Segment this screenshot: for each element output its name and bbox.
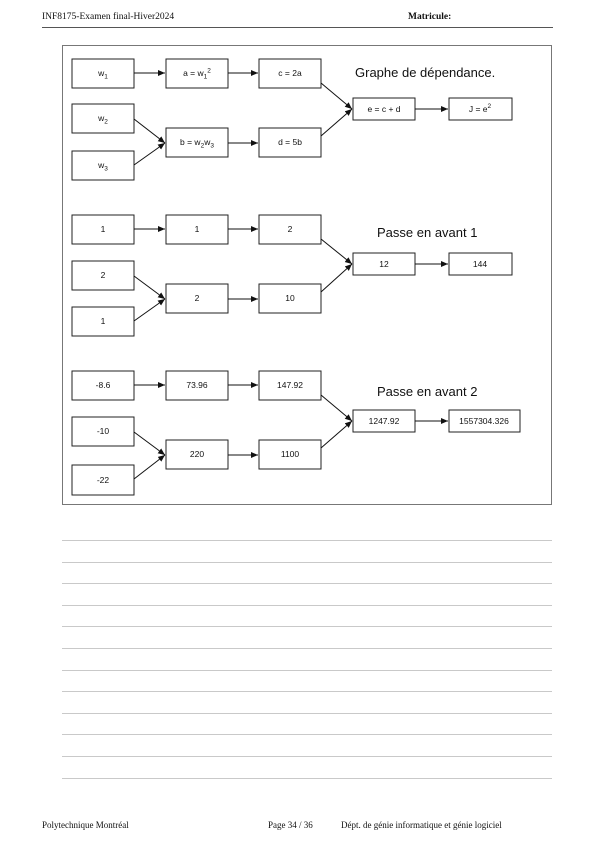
graph-forward-pass-1-title: Passe en avant 1 [377, 225, 477, 240]
graph-dependency-title: Graphe de dépendance. [355, 65, 495, 80]
node-c [258, 214, 322, 245]
edge-w2-b [133, 118, 166, 144]
node-w1 [71, 214, 135, 245]
node-c-label: 2 [288, 224, 293, 234]
node-d-label: 1100 [281, 449, 300, 459]
node-j [448, 252, 513, 276]
edge-c-e [320, 238, 353, 265]
node-b [165, 283, 229, 314]
node-w3 [71, 306, 135, 337]
edge-w3-b [133, 454, 166, 480]
node-d-label: d = 5b [278, 137, 302, 147]
node-w1 [71, 370, 135, 401]
footer-page-number: Page 34 / 36 [268, 820, 313, 830]
node-b-label: b = w2w3 [180, 137, 214, 150]
edge-w2-b [133, 431, 166, 456]
answer-line[interactable] [62, 734, 552, 736]
node-e-label: 12 [379, 259, 389, 269]
answer-line[interactable] [62, 583, 552, 585]
node-d [258, 283, 322, 314]
node-j [448, 409, 521, 433]
edge-d-e [320, 263, 353, 293]
node-b-label: 220 [190, 449, 204, 459]
node-b [165, 439, 229, 470]
node-a-label: 73.96 [186, 380, 208, 390]
node-j-label: J = e2 [469, 103, 492, 114]
node-w3-label: 1 [101, 316, 106, 326]
node-c [258, 370, 322, 401]
edge-c-e [320, 82, 353, 110]
node-w2-label: -10 [97, 426, 110, 436]
answer-line[interactable] [62, 540, 552, 541]
node-w3 [71, 464, 135, 496]
edge-d-e [320, 108, 353, 137]
answer-line[interactable] [62, 561, 552, 563]
graph-forward-pass-2: Passe en avant 2 -8.6 73.96 147.92 -10 2… [71, 370, 521, 496]
node-w2 [71, 103, 135, 134]
node-w2 [71, 260, 135, 291]
node-a [165, 214, 229, 245]
graph-dependency: Graphe de dépendance. w1 a = w12 c = 2a … [71, 58, 513, 181]
node-a-label: 1 [195, 224, 200, 234]
answer-line[interactable] [62, 604, 552, 606]
node-w1 [71, 58, 135, 89]
node-w1-label: w1 [97, 68, 108, 81]
answer-line[interactable] [62, 756, 552, 757]
graph-forward-pass-2-title: Passe en avant 2 [377, 384, 477, 399]
node-e-label: e = c + d [367, 104, 400, 114]
node-c-label: 147.92 [277, 380, 303, 390]
node-d-label: 10 [285, 293, 295, 303]
node-d [258, 439, 322, 470]
answer-line[interactable] [62, 712, 552, 714]
answer-line[interactable] [62, 626, 552, 628]
answer-line[interactable] [62, 691, 552, 693]
node-w2-label: 2 [101, 270, 106, 280]
node-e-label: 1247.92 [369, 416, 400, 426]
answer-line[interactable] [62, 777, 552, 779]
node-w2-label: w2 [97, 113, 108, 126]
node-d [258, 127, 322, 158]
answer-line[interactable] [62, 669, 552, 671]
edge-c-e [320, 394, 353, 422]
node-w3 [71, 150, 135, 181]
edge-w2-b [133, 275, 166, 300]
edge-w3-b [133, 298, 166, 322]
node-w2 [71, 416, 135, 447]
node-j-label: 1557304.326 [459, 416, 509, 426]
header-rule [42, 27, 553, 28]
node-b-label: 2 [195, 293, 200, 303]
footer-institution: Polytechnique Montréal [42, 820, 129, 830]
node-a [165, 58, 229, 89]
node-w3-label: w3 [97, 160, 108, 173]
answer-line[interactable] [62, 648, 552, 649]
edge-w3-b [133, 142, 166, 166]
node-a-label: a = w12 [183, 68, 211, 81]
node-w3-label: -22 [97, 475, 110, 485]
header-matricule-label: Matricule: [408, 12, 452, 22]
node-c-label: c = 2a [278, 68, 302, 78]
footer-department: Dépt. de génie informatique et génie log… [341, 820, 502, 830]
node-w1-label: -8.6 [96, 380, 111, 390]
header-course-title: INF8175-Examen final-Hiver2024 [42, 12, 175, 22]
node-w1-label: 1 [101, 224, 106, 234]
node-j-label: 144 [473, 259, 487, 269]
figure-frame [62, 45, 552, 505]
computation-graphs-figure: Graphe de dépendance. w1 a = w12 c = 2a … [71, 58, 521, 496]
node-c [258, 58, 322, 89]
node-j [448, 97, 513, 121]
graph-forward-pass-1: Passe en avant 1 1 1 2 2 2 10 1 12 144 [71, 214, 513, 337]
edge-d-e [320, 420, 353, 449]
